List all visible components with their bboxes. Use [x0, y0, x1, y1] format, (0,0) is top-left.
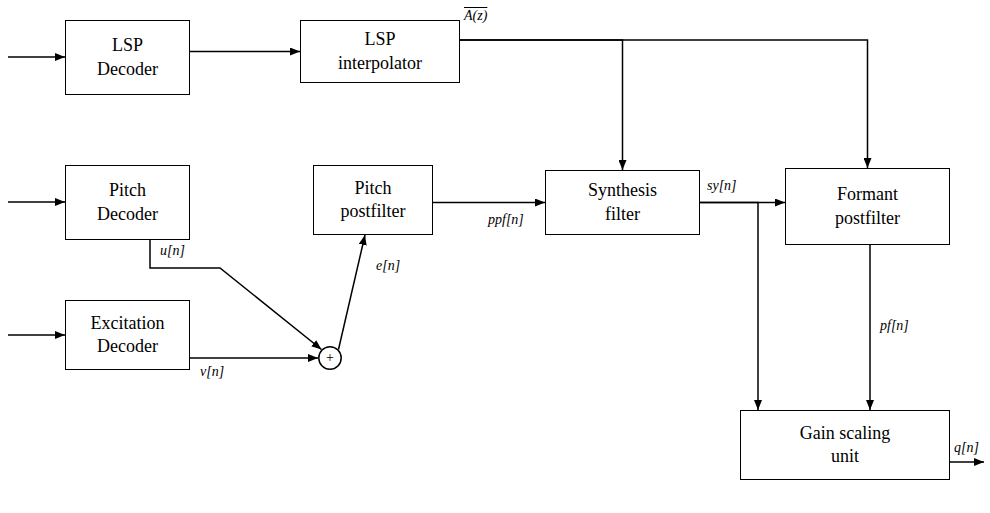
signal-name: A(z) — [462, 8, 489, 23]
signal-name: u[n] — [158, 243, 187, 258]
signal-connector — [869, 245, 871, 410]
signal-connector — [150, 240, 322, 350]
input-arrow — [8, 201, 65, 203]
process-box: Pitch postfilter — [313, 165, 433, 235]
signal-name: v[n] — [198, 364, 226, 379]
process-box: LSP interpolator — [300, 20, 460, 83]
signal-name: ppf[n] — [486, 212, 526, 227]
node-text: LSP Decoder — [88, 34, 168, 81]
signal-connector — [190, 51, 300, 53]
signal-name: sy[n] — [705, 178, 739, 193]
process-box: Formant postfilter — [785, 168, 950, 245]
signal-connector — [460, 40, 868, 168]
adder-outline — [318, 346, 342, 370]
signal-connector — [338, 235, 365, 350]
process-box: Excitation Decoder — [65, 300, 190, 370]
signal-connector — [460, 40, 623, 170]
node-text: LSP interpolator — [325, 28, 435, 75]
node-text: Excitation Decoder — [80, 312, 175, 359]
signal-name: pf[n] — [878, 318, 911, 333]
signal-connector — [700, 203, 758, 411]
process-box: Synthesis filter — [545, 170, 700, 235]
node-text: Pitch Decoder — [88, 179, 168, 226]
input-arrow — [8, 334, 65, 336]
signal-name: q[n] — [952, 440, 981, 455]
adder-circle: + — [318, 346, 342, 370]
node-text: Formant postfilter — [815, 183, 920, 230]
signal-name: e[n] — [374, 258, 402, 273]
node-text: Gain scaling unit — [795, 422, 895, 469]
output-arrow — [950, 461, 984, 463]
node-text: + — [326, 351, 334, 365]
signal-connector — [190, 357, 318, 359]
signal-connector — [433, 202, 545, 204]
node-text: Pitch postfilter — [326, 177, 421, 224]
process-box: Pitch Decoder — [65, 165, 190, 240]
process-box: LSP Decoder — [65, 20, 190, 95]
node-text: Synthesis filter — [575, 179, 670, 226]
input-arrow — [8, 56, 65, 58]
adder-outline — [319, 347, 341, 369]
process-box: Gain scaling unit — [740, 410, 950, 480]
